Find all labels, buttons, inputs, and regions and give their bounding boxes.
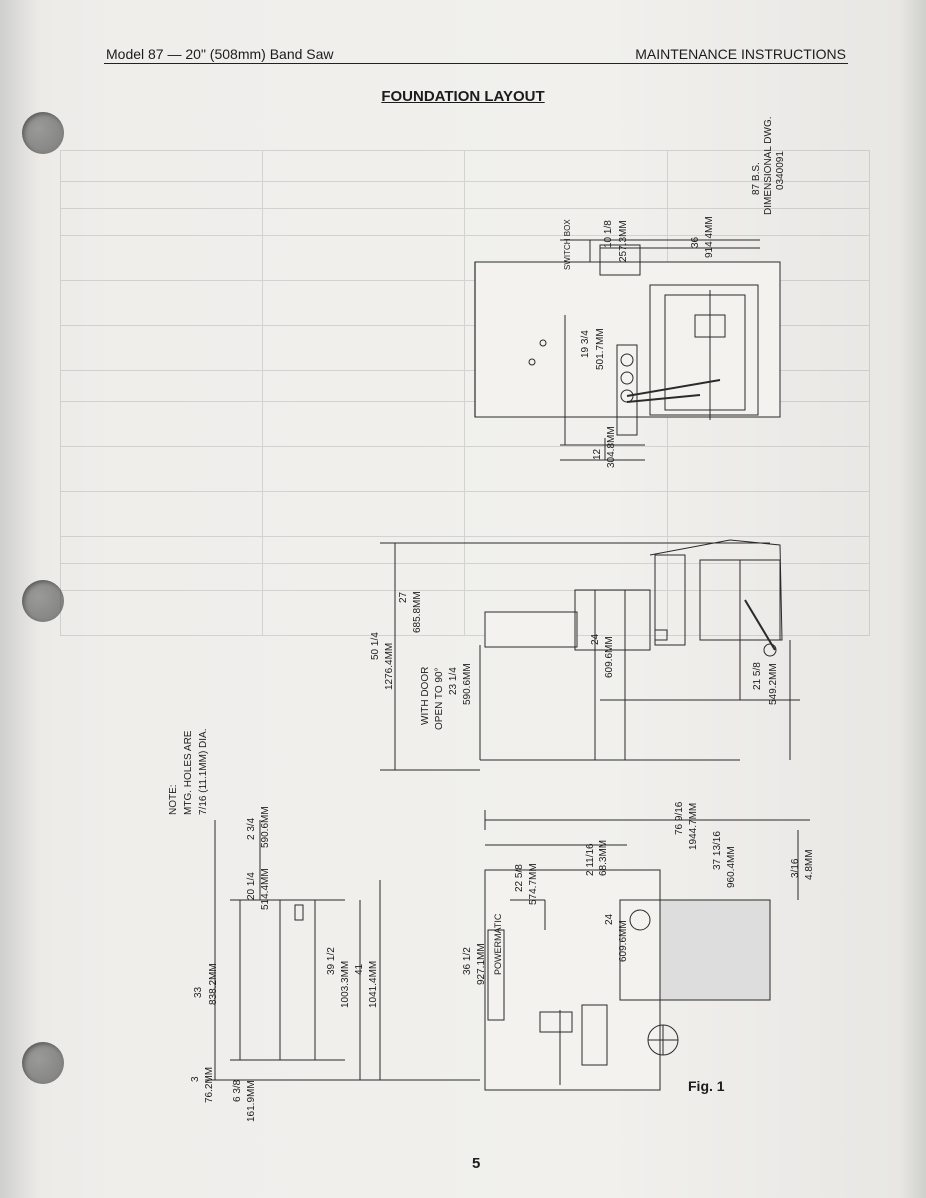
- dim-24: 24: [590, 633, 601, 645]
- header-rule: [104, 63, 848, 64]
- dim-6: 6 3/8: [232, 1079, 243, 1102]
- dim-50: 50 1/4: [370, 632, 381, 660]
- note-line2: 7/16 (11.1MM) DIA.: [198, 728, 209, 815]
- dim-609b: 609.6MM: [618, 920, 629, 962]
- dim-20: 20 1/4: [246, 872, 257, 900]
- top-view: [474, 239, 781, 461]
- dim-838: 838.2MM: [208, 963, 219, 1005]
- note-heading: NOTE:: [168, 784, 179, 815]
- dim-927: 927.1MM: [476, 943, 487, 985]
- dim-36b: 36 1/2: [462, 947, 473, 975]
- dim-609: 609.6MM: [604, 636, 615, 678]
- dim-1944: 1944.7MM: [688, 802, 699, 850]
- punch-hole: [22, 112, 64, 154]
- dim-4-8: 4.8MM: [804, 849, 815, 880]
- page-number: 5: [472, 1155, 481, 1172]
- drawing-ref-line2: DIMENSIONAL DWG.: [763, 116, 774, 215]
- side-view: [380, 539, 800, 771]
- dim-22: 22 5/8: [514, 864, 525, 892]
- dim-257: 257.3MM: [618, 220, 629, 262]
- dim-1276: 1276.4MM: [384, 642, 395, 690]
- door-note-line2: OPEN TO 90°: [434, 667, 445, 730]
- drawing-ref-line3: 0340091: [775, 151, 786, 190]
- punch-hole: [22, 1042, 64, 1084]
- dim-590: 590.6MM: [462, 663, 473, 705]
- dim-24b: 24: [604, 913, 615, 925]
- switch-box-label: SWITCH BOX: [563, 219, 572, 270]
- dim-3-16: 3/16: [790, 858, 801, 878]
- dim-36: 36: [690, 236, 701, 248]
- dim-68: 68.3MM: [598, 839, 609, 876]
- dim-574: 574.7MM: [528, 863, 539, 905]
- dim-23: 23 1/4: [448, 667, 459, 695]
- page-title: FOUNDATION LAYOUT: [381, 88, 545, 105]
- dim-37: 37 13/16: [712, 831, 723, 870]
- figure-label: Fig. 1: [688, 1078, 725, 1094]
- drawing-ref-line1: 87 B.S.: [751, 162, 762, 195]
- dim-514: 514.4MM: [260, 868, 271, 910]
- dim-685: 685.8MM: [412, 591, 423, 633]
- plan-view: [205, 810, 810, 1091]
- dim-161: 161.9MM: [246, 1080, 257, 1122]
- dim-41: 41: [354, 963, 365, 975]
- dim-2-11: 2 11/16: [585, 843, 596, 876]
- dim-10: 10 1/8: [603, 220, 614, 248]
- dim-27: 27: [398, 591, 409, 603]
- header-model: Model 87 — 20" (508mm) Band Saw: [106, 46, 334, 62]
- dim-304: 304.8MM: [606, 426, 617, 468]
- dim-590b: 590.6MM: [260, 806, 271, 848]
- dim-19: 19 3/4: [580, 330, 591, 358]
- dim-501: 501.7MM: [595, 328, 606, 370]
- dim-2-3: 2 3/4: [246, 817, 257, 840]
- dim-960: 960.4MM: [726, 846, 737, 888]
- header-section: MAINTENANCE INSTRUCTIONS: [635, 46, 846, 62]
- dim-76: 76 9/16: [674, 801, 685, 835]
- dim-549: 549.2MM: [768, 663, 779, 705]
- dim-12: 12: [592, 448, 603, 460]
- note-line1: MTG. HOLES ARE: [183, 730, 194, 815]
- dim-76-2: 76.2MM: [204, 1066, 215, 1103]
- dim-33: 33: [193, 986, 204, 998]
- dim-1003: 1003.3MM: [340, 960, 351, 1008]
- door-note-line1: WITH DOOR: [420, 666, 431, 725]
- punch-hole: [22, 580, 64, 622]
- dim-39: 39 1/2: [326, 947, 337, 975]
- dim-21: 21 5/8: [752, 662, 763, 690]
- dim-3in: 3: [190, 1076, 201, 1082]
- brand-label: POWERMATIC: [493, 913, 503, 975]
- dim-1041: 1041.4MM: [368, 960, 379, 1008]
- dim-914: 914.4MM: [704, 216, 715, 258]
